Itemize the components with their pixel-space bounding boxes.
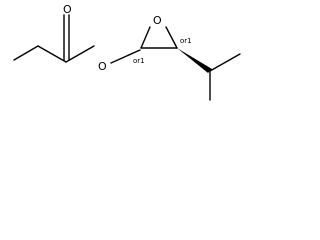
carbonyl-oxygen-label: O [63, 3, 72, 16]
bond-ester-oxygen-c2 [110, 49, 141, 64]
c2-stereo-descriptor: or1 [133, 57, 145, 65]
bond-carbonyl-ester-oxygen [65, 45, 95, 63]
bond-isopropyl-methyl-up [209, 53, 241, 72]
ester-oxygen-label: O [98, 60, 107, 73]
c3-stereo-descriptor: or1 [180, 37, 192, 45]
bond-ch3-ch2 [13, 45, 39, 61]
structure-diagram: O O O or1 or1 [0, 0, 256, 112]
bond-ch2-carbonyl [37, 45, 67, 63]
molecule-drawing: O O O or1 or1 [13, 3, 241, 101]
bond-c3-epoxide-oxygen [165, 26, 178, 49]
epoxide-oxygen-label: O [153, 14, 162, 27]
bond-c2-epoxide-oxygen [140, 26, 151, 49]
wedge-bond-c3-isopropyl [177, 48, 212, 73]
